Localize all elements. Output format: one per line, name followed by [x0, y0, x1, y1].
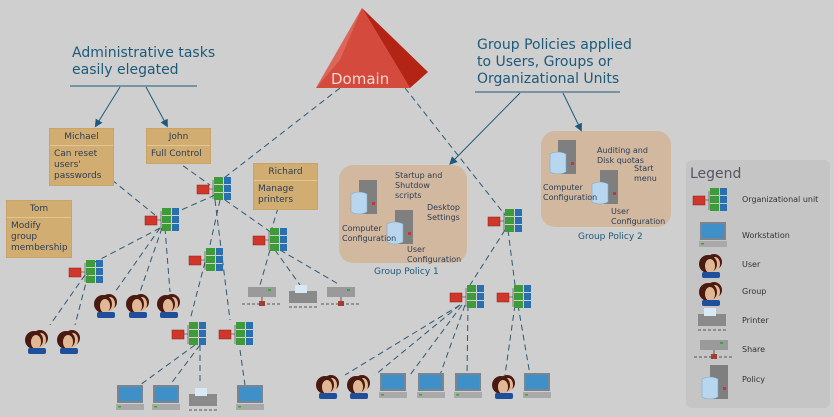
- admin-task: Full Control: [151, 149, 202, 159]
- printers-and-shares: [188, 284, 362, 411]
- user-icon: [57, 330, 80, 354]
- admin-name: John: [147, 129, 210, 146]
- admin-name: Tom: [7, 201, 71, 218]
- share-icon: [241, 286, 283, 307]
- annotation-line: Organizational Units: [477, 71, 620, 87]
- organizational-unit-icon: [196, 176, 232, 201]
- workstation-icon: [116, 385, 144, 410]
- admin-name: Richard: [254, 164, 317, 181]
- connector-lines: [49, 87, 531, 386]
- admin-task: Can reset users' passwords: [54, 149, 102, 181]
- admin-task: Modify group membership: [11, 221, 68, 253]
- admin-box-richard: Richard Manage printers: [253, 163, 318, 210]
- share-icon: [320, 286, 362, 307]
- gp1-label: User Configuration: [407, 245, 462, 264]
- admin-task: Manage printers: [258, 184, 294, 205]
- admin-box-michael: Michael Can reset users' passwords: [49, 128, 114, 186]
- share-icon: [693, 339, 735, 360]
- user-icon: [25, 330, 48, 354]
- gp1-label: Startup and Shutdow scripts: [395, 171, 443, 200]
- gp2-label: User Configuration: [611, 207, 666, 226]
- annotation-arrows: [70, 85, 620, 165]
- domain-label: Domain: [331, 70, 390, 88]
- workstation-icon: [152, 385, 180, 410]
- printer-icon: [697, 307, 727, 331]
- user-icon: [316, 375, 339, 399]
- policy-icon: [701, 364, 729, 400]
- policy-icon: [549, 139, 577, 175]
- workstation-icon: [454, 373, 482, 398]
- annotation-line: Administrative tasks: [72, 45, 216, 61]
- annotation-line: to Users, Groups or: [477, 54, 613, 70]
- gp1-title: Group Policy 1: [374, 267, 439, 277]
- organizational-unit-icon: [692, 187, 728, 212]
- organizational-unit-icon: [188, 247, 224, 272]
- legend-icons: [692, 187, 735, 400]
- workstation-icon: [699, 222, 727, 247]
- organizational-unit-icon: [144, 207, 180, 232]
- user-icon: [94, 294, 117, 318]
- user-icon: [699, 254, 722, 278]
- gp2-label: Computer Configuration: [543, 183, 598, 202]
- admin-box-tom: Tom Modify group membership: [6, 200, 72, 258]
- user-icon: [347, 375, 370, 399]
- admin-name: Michael: [50, 129, 113, 146]
- gp1-label: Computer Configuration: [342, 224, 397, 243]
- admin-box-john: John Full Control: [146, 128, 211, 164]
- user-icon: [492, 375, 515, 399]
- domain-pyramid: [316, 8, 428, 88]
- gp2-title: Group Policy 2: [578, 232, 643, 242]
- organizational-unit-icon: [487, 208, 523, 233]
- workstation-icon: [236, 385, 264, 410]
- workstation-icon: [379, 373, 407, 398]
- organizational-unit-icon: [171, 321, 207, 346]
- printer-icon: [288, 284, 318, 308]
- organizational-unit-icon: [449, 284, 485, 309]
- group-icon: [699, 282, 722, 306]
- printer-icon: [188, 387, 218, 411]
- user-icon: [157, 294, 180, 318]
- organizational-unit-icon: [496, 284, 532, 309]
- organizational-unit-icon: [218, 321, 254, 346]
- admin-annotation: Administrative tasks easily elegated: [72, 45, 215, 79]
- organizational-unit-icon: [252, 227, 288, 252]
- workstation-icon: [417, 373, 445, 398]
- organizational-unit-icon: [68, 259, 104, 284]
- gp2-label: Auditing and Disk quotas: [597, 146, 648, 165]
- annotation-line: easily elegated: [72, 62, 179, 78]
- gp2-label: Start menu: [634, 164, 657, 183]
- policy-icon: [350, 179, 378, 215]
- gp1-label: Desktop Settings: [427, 203, 460, 222]
- user-icon: [126, 294, 149, 318]
- policies-annotation: Group Policies applied to Users, Groups …: [477, 37, 632, 88]
- annotation-line: Group Policies applied: [477, 37, 632, 53]
- workstation-icon: [523, 373, 551, 398]
